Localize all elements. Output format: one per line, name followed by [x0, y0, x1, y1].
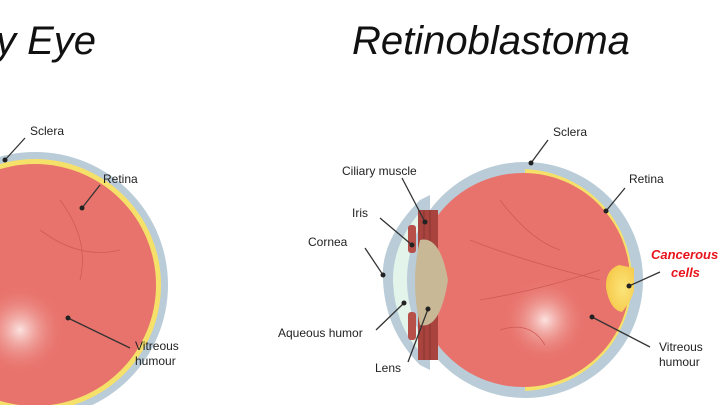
label-vitreous-left-2: humour — [135, 354, 176, 368]
label-vitreous-left-1: Vitreous — [135, 339, 179, 353]
healthy-eye-title: y Eye — [0, 19, 96, 63]
retinoblastoma-eye-labels: Sclera Retina Ciliary muscle Iris Cornea… — [278, 125, 718, 375]
label-cornea: Cornea — [308, 235, 348, 249]
label-iris: Iris — [352, 206, 368, 220]
label-vitreous-right-1: Vitreous — [659, 340, 703, 354]
label-sclera-left: Sclera — [30, 124, 64, 138]
label-cancerous-2: cells — [671, 265, 700, 280]
label-sclera-right: Sclera — [553, 125, 587, 139]
healthy-eye-labels: Sclera Retina Vitreous humour — [2, 124, 179, 368]
label-retina-left: Retina — [103, 172, 138, 186]
label-cancerous-1: Cancerous — [651, 247, 718, 262]
label-retina-right: Retina — [629, 172, 664, 186]
label-ciliary-muscle: Ciliary muscle — [342, 164, 417, 178]
retinoblastoma-eye — [382, 162, 643, 398]
label-lens: Lens — [375, 361, 401, 375]
label-vitreous-right-2: humour — [659, 355, 700, 369]
label-aqueous-humor: Aqueous humor — [278, 326, 363, 340]
retinoblastoma-title: Retinoblastoma — [352, 19, 630, 63]
